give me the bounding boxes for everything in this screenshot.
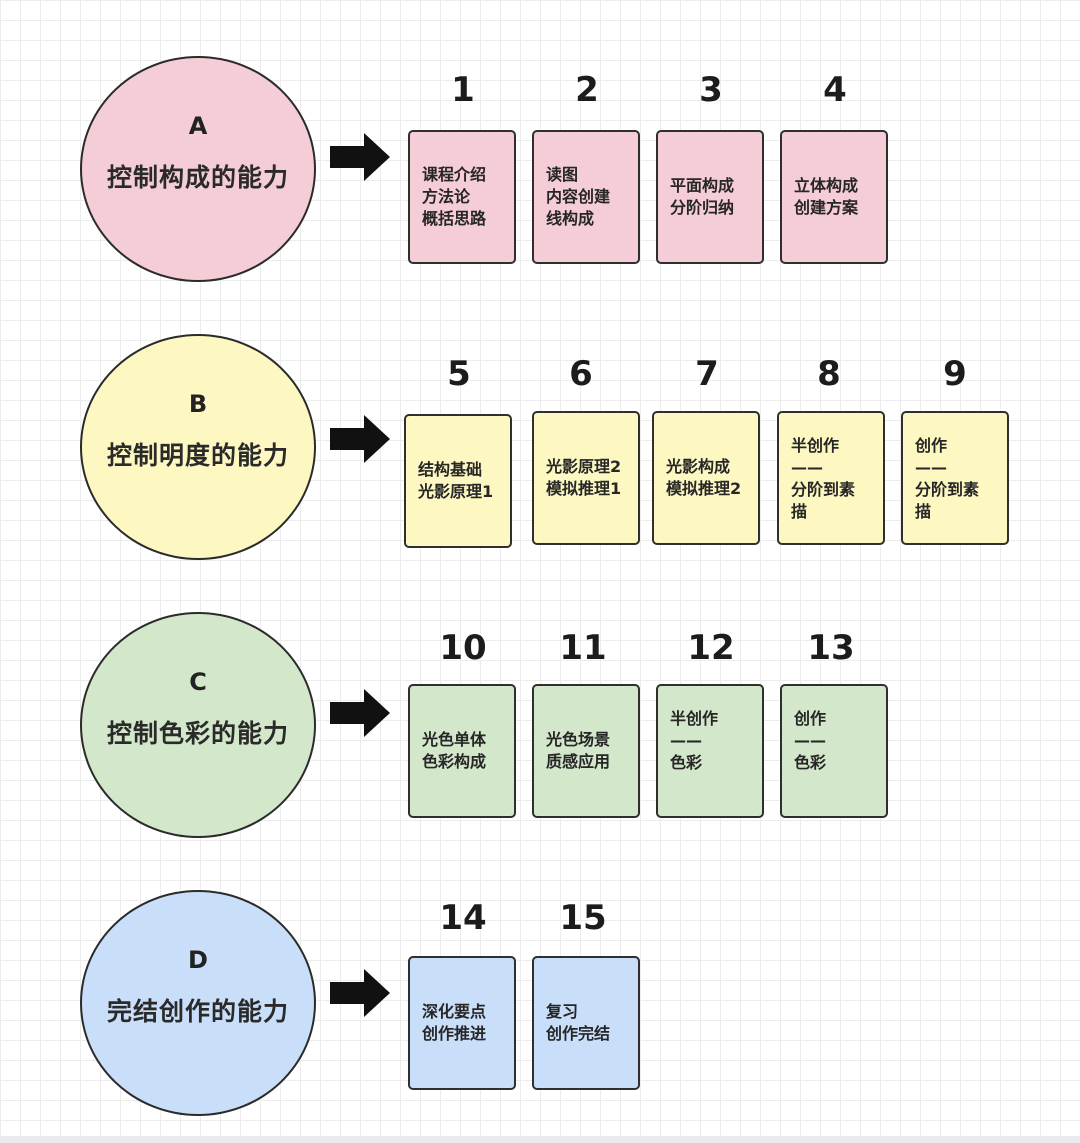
step-card-text: 光影原理2 模拟推理1 [546, 457, 622, 498]
step-number: 9 [943, 354, 967, 394]
step-number: 11 [559, 628, 607, 668]
group-d-letter: D [188, 946, 208, 974]
step-card: 光影构成 模拟推理2 [652, 411, 760, 545]
step-card: 半创作 —— 色彩 [656, 684, 764, 818]
step-number: 8 [817, 354, 841, 394]
step-card: 光色单体 色彩构成 [408, 684, 516, 818]
step-number: 1 [451, 70, 475, 110]
step-card-text: 读图 内容创建 线构成 [546, 165, 611, 228]
step-card: 平面构成 分阶归纳 [656, 130, 764, 264]
group-a-circle: A 控制构成的能力 [80, 56, 316, 282]
step-number: 10 [439, 628, 487, 668]
group-b-circle: B 控制明度的能力 [80, 334, 316, 560]
step-card-text: 创作 —— 色彩 [794, 709, 827, 772]
step-number: 5 [447, 354, 471, 394]
arrow-right-icon [330, 415, 390, 463]
step-card-text: 光色场景 质感应用 [546, 730, 611, 771]
step-card: 光色场景 质感应用 [532, 684, 640, 818]
step-card-text: 立体构成 创建方案 [794, 176, 859, 217]
step-card-text: 创作 —— 分阶到素 描 [915, 436, 980, 521]
step-card-text: 半创作 —— 分阶到素 描 [791, 436, 856, 521]
group-c-letter: C [189, 668, 207, 696]
step-card: 光影原理2 模拟推理1 [532, 411, 640, 545]
group-b-title: 控制明度的能力 [106, 441, 289, 470]
step-card: 深化要点 创作推进 [408, 956, 516, 1090]
step-card-text: 深化要点 创作推进 [422, 1002, 487, 1043]
step-card: 读图 内容创建 线构成 [532, 130, 640, 264]
step-number: 13 [807, 628, 855, 668]
step-card-text: 光影构成 模拟推理2 [666, 457, 742, 498]
group-a-letter: A [188, 112, 208, 140]
step-number: 2 [575, 70, 599, 110]
step-card-text: 复习 创作完结 [546, 1002, 611, 1043]
arrow-right-icon [330, 969, 390, 1017]
step-number: 3 [699, 70, 723, 110]
group-a-title: 控制构成的能力 [106, 163, 289, 192]
step-card: 结构基础 光影原理1 [404, 414, 512, 548]
step-card: 创作 —— 分阶到素 描 [901, 411, 1009, 545]
step-card-text: 光色单体 色彩构成 [422, 730, 487, 771]
group-c-title: 控制色彩的能力 [106, 719, 289, 748]
step-card: 创作 —— 色彩 [780, 684, 888, 818]
step-number: 12 [687, 628, 735, 668]
bottom-strip [0, 1136, 1080, 1143]
arrow-right-icon [330, 689, 390, 737]
group-d-circle: D 完结创作的能力 [80, 890, 316, 1116]
step-number: 14 [439, 898, 487, 938]
step-number: 4 [823, 70, 847, 110]
step-number: 6 [569, 354, 593, 394]
group-b-letter: B [188, 390, 208, 418]
step-card: 半创作 —— 分阶到素 描 [777, 411, 885, 545]
step-card: 复习 创作完结 [532, 956, 640, 1090]
step-card-text: 半创作 —— 色彩 [670, 709, 719, 772]
step-card-text: 结构基础 光影原理1 [418, 460, 494, 501]
step-card-text: 课程介绍 方法论 概括思路 [422, 165, 487, 228]
group-c-circle: C 控制色彩的能力 [80, 612, 316, 838]
group-d-title: 完结创作的能力 [106, 997, 289, 1026]
step-card: 立体构成 创建方案 [780, 130, 888, 264]
step-card-text: 平面构成 分阶归纳 [670, 176, 735, 217]
arrow-right-icon [330, 133, 390, 181]
step-number: 15 [559, 898, 607, 938]
step-card: 课程介绍 方法论 概括思路 [408, 130, 516, 264]
step-number: 7 [695, 354, 719, 394]
